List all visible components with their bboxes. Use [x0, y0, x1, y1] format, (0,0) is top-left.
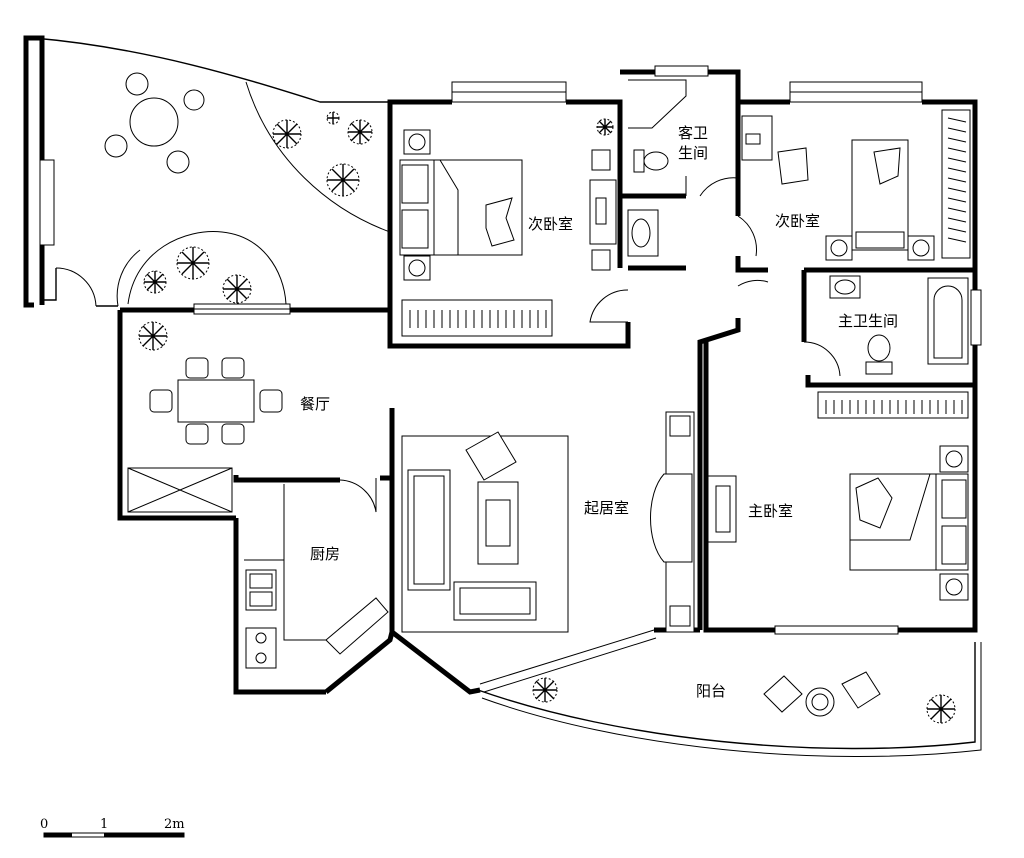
plant-icon	[596, 118, 614, 136]
scale-tick-1: 1	[100, 817, 108, 832]
room-label-balcony: 阳台	[696, 682, 726, 700]
garden-area	[23, 35, 391, 308]
scale-tick-2: 2m	[164, 817, 185, 832]
plant-icon	[143, 270, 167, 294]
room-label-dining: 餐厅	[300, 395, 330, 413]
guest-bath-fixtures	[627, 79, 687, 257]
plant-icon	[222, 274, 252, 304]
tv-wall	[650, 411, 695, 633]
wardrobe-master	[817, 391, 969, 419]
dining-table	[149, 357, 283, 445]
living-room-rug	[401, 435, 569, 633]
bed-left	[399, 159, 523, 256]
sofa	[407, 431, 537, 621]
room-label-second-bedroom-left: 次卧室	[528, 215, 573, 233]
plant-icon	[532, 677, 558, 703]
plant-icon	[326, 163, 360, 197]
bed-master	[849, 445, 969, 601]
nightstand-lamp	[403, 129, 431, 281]
plant-icon	[138, 321, 168, 351]
plant-icon	[926, 694, 956, 724]
master-bath-fixtures	[829, 275, 969, 375]
scale-bar: 0 1 2m	[40, 817, 185, 838]
wardrobe-left	[401, 299, 553, 337]
wardrobe-right	[941, 109, 971, 259]
plant-icon	[176, 246, 210, 280]
windows	[193, 65, 982, 693]
kitchen-fixtures	[244, 484, 389, 669]
room-label-master-bathroom: 主卫生间	[838, 312, 898, 330]
plant-icon	[272, 119, 302, 149]
bed-right	[825, 139, 935, 261]
plant-icon	[326, 111, 340, 125]
storage-unit	[127, 467, 233, 513]
room-label-guest-bath-2: 生间	[678, 144, 708, 162]
room-label-master-bedroom: 主卧室	[748, 502, 793, 520]
balcony-area	[477, 642, 982, 757]
room-label-kitchen: 厨房	[310, 545, 340, 563]
room-labels: 次卧室 客卫 生间 次卧室 主卫生间 餐厅 起居室 主卧室 厨房 阳台	[300, 124, 898, 700]
doors	[339, 176, 841, 513]
room-label-second-bedroom-right: 次卧室	[775, 212, 820, 230]
desk-right	[741, 115, 809, 185]
tv-cabinet-master	[707, 475, 737, 543]
room-label-guest-bath-1: 客卫	[678, 124, 708, 142]
balcony-furniture	[763, 671, 881, 717]
plant-icon	[347, 119, 373, 145]
desk-left	[589, 149, 617, 271]
room-label-living: 起居室	[584, 499, 629, 517]
scale-tick-0: 0	[40, 817, 48, 832]
